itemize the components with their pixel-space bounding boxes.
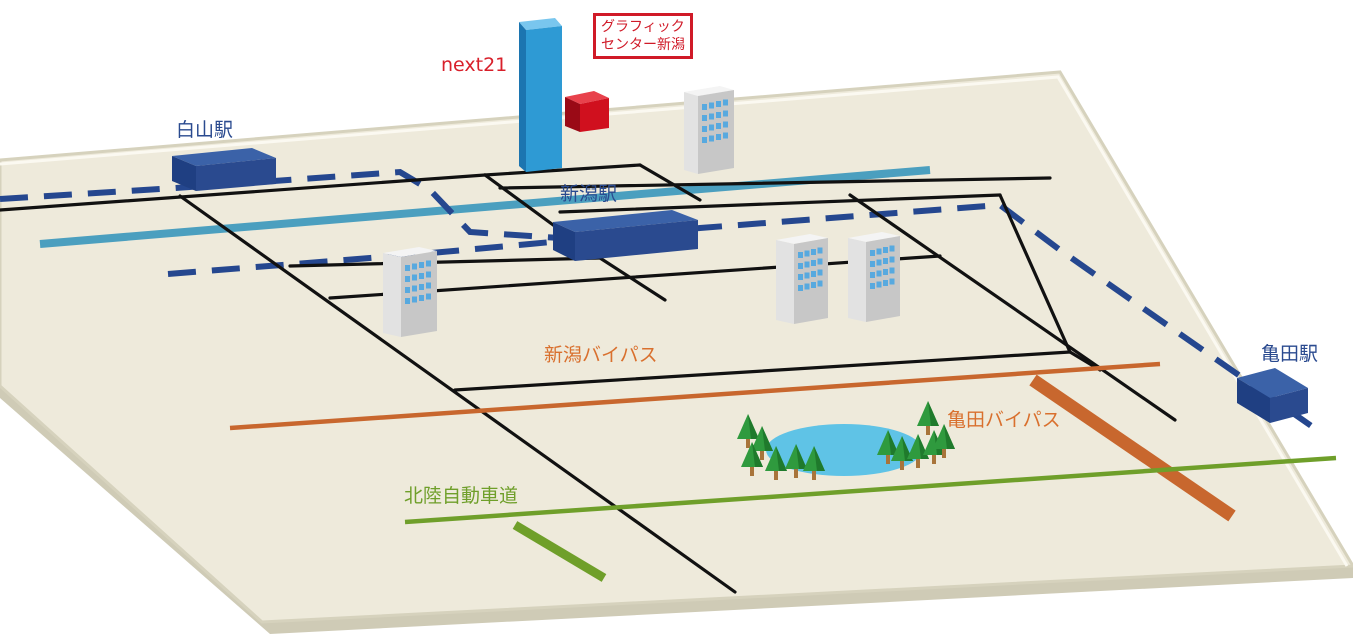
office-building [848, 232, 900, 322]
kameda-station-building [1237, 368, 1308, 423]
office-building [684, 86, 734, 174]
next21-label: next21 [441, 54, 508, 76]
ground-plane [0, 70, 1353, 624]
tree [803, 446, 825, 480]
tree [737, 414, 759, 448]
next21-tower [519, 18, 562, 172]
tree [741, 442, 763, 476]
tree [933, 424, 955, 458]
hokuriku-expressway-label: 北陸自動車道 [404, 485, 519, 507]
niigata-station-building [553, 210, 698, 261]
office-buildings [383, 86, 900, 337]
hakusan-station-building [172, 148, 276, 191]
niigata-bypass-label: 新潟バイパス [544, 344, 658, 366]
tree [751, 426, 773, 460]
kameda-bypass-road [1029, 374, 1236, 522]
kameda-station-label: 亀田駅 [1261, 343, 1319, 365]
graphic-center-label-line1: グラフィック [601, 19, 685, 35]
graphic-center-label-line2: センター新潟 [601, 37, 685, 53]
expressway-spur [512, 521, 607, 582]
kameda-bypass-label: 亀田バイパス [947, 409, 1061, 431]
tree [765, 446, 787, 480]
niigata-station-label: 新潟駅 [560, 183, 618, 205]
graphic-center-label: グラフィック センター新潟 [593, 13, 693, 59]
tree [785, 444, 807, 478]
tree [877, 430, 899, 464]
graphic-center-building [565, 91, 609, 132]
pond [766, 424, 922, 476]
niigata-bypass-road [229, 361, 1161, 431]
hokuriku-expressway-road [404, 455, 1337, 525]
tree [917, 401, 939, 435]
trees [737, 401, 955, 480]
office-building [776, 234, 828, 324]
office-building [383, 247, 437, 337]
hakusan-station-label: 白山駅 [176, 119, 234, 141]
